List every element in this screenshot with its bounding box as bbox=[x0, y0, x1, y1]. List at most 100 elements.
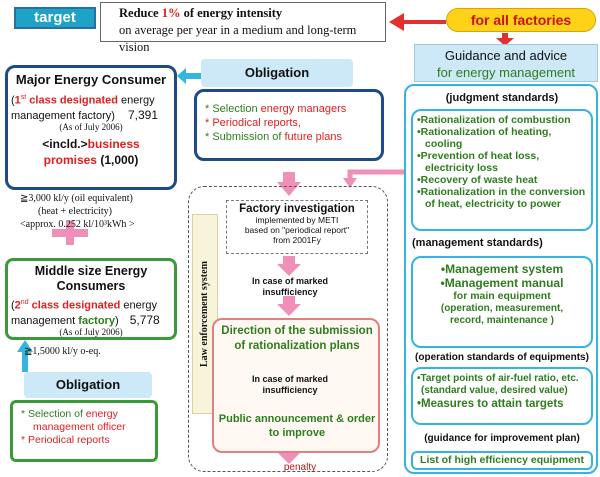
cyan-arrow-to-middle bbox=[17, 340, 33, 372]
judgment-item: cooling bbox=[425, 138, 463, 150]
operation-standards-box: •Target points of air-fuel ratio, etc. (… bbox=[411, 367, 593, 425]
management-standards-box: •Management system •Management manual fo… bbox=[411, 256, 593, 348]
criteria-major-line2: (heat + electricity) bbox=[38, 206, 112, 217]
management-line1: •Management system bbox=[440, 262, 564, 276]
major-promises: promises bbox=[43, 152, 97, 167]
public-line2: to improve bbox=[268, 427, 326, 439]
penalty-label: penalty bbox=[283, 462, 317, 473]
obligation-main-item3: * Submission of future plans bbox=[205, 130, 373, 144]
cyan-arrow-to-major bbox=[177, 68, 201, 84]
obligation-small-title: Obligation bbox=[24, 372, 152, 398]
major-factory-text: management factory) bbox=[11, 109, 115, 122]
obligation-small-box: * Selection of energy management officer… bbox=[10, 400, 158, 462]
target-label: target bbox=[14, 7, 96, 29]
target-line2: on average per year in a medium and long… bbox=[119, 23, 357, 54]
guidance-title: Guidance and advice for energy managemen… bbox=[414, 44, 598, 82]
major-factory-line: management factory) 7,391 bbox=[11, 108, 171, 123]
factory-investigation-line1: implemented by METI bbox=[255, 215, 339, 225]
pink-link-arrowhead bbox=[343, 178, 357, 188]
direction-box bbox=[212, 318, 380, 453]
judgment-item: of heat, electricity to power bbox=[425, 198, 561, 210]
obligation-small-item1: * Selection of energy bbox=[21, 408, 147, 421]
major-class-line: (1st class designated energy bbox=[11, 91, 171, 108]
criteria-major-line1: ≧3,000 kl/y (oil equivalent) bbox=[20, 193, 133, 204]
middle-class-open: ( bbox=[11, 299, 15, 312]
obligation-small-star: * bbox=[21, 408, 26, 420]
obligation-main-item1: * Selection energy managers bbox=[205, 102, 373, 116]
target-line1-pre: Reduce bbox=[119, 6, 162, 20]
operation-header: (operation standards of equipments) bbox=[415, 352, 589, 363]
major-class-open: ( bbox=[11, 94, 15, 107]
middle-factory-pre: management bbox=[11, 314, 76, 327]
obligation-small-item1a: Selection of bbox=[25, 408, 86, 420]
guidance-frame bbox=[404, 84, 598, 474]
improvement-header: (guidance for improvement plan) bbox=[424, 433, 580, 444]
public-line1: Public announcement & order bbox=[218, 413, 376, 425]
judgment-standards-box: •Rationalization of combustion •Rational… bbox=[411, 109, 593, 231]
note2-line2: insufficiency bbox=[262, 385, 318, 395]
note1-line2: insufficiency bbox=[262, 287, 318, 297]
pink-arrow-3 bbox=[277, 296, 301, 316]
judgment-item: electricity loss bbox=[425, 162, 498, 174]
major-promises-line: promises (1,000) bbox=[11, 152, 171, 168]
target-statement: Reduce 1% of energy intensity on average… bbox=[100, 2, 386, 54]
management-header: (management standards) bbox=[412, 237, 543, 249]
obligation-main-title: Obligation bbox=[201, 59, 353, 87]
public-announcement: Public announcement & order to improve bbox=[214, 412, 380, 440]
obligation-small-item1b: energy bbox=[85, 408, 118, 420]
middle-class-num: 2 bbox=[14, 299, 21, 312]
major-promises-count: (1,000) bbox=[100, 152, 139, 167]
operation-line2: (standard value, desired value) bbox=[421, 385, 568, 396]
major-class-num: 1 bbox=[14, 94, 21, 107]
direction-title: Direction of the submission of rationali… bbox=[214, 324, 380, 354]
obligation-main-item3b: future plans bbox=[284, 131, 342, 143]
criteria-major: ≧3,000 kl/y (oil equivalent) (heat + ele… bbox=[20, 192, 180, 231]
obligation-small-item1c: management officer bbox=[33, 421, 126, 433]
criteria-major-line3: <approx. 0.252 kl/10³kWh > bbox=[20, 219, 135, 230]
pink-plus bbox=[52, 221, 88, 245]
middle-class-text: class designated bbox=[28, 299, 121, 312]
judgment-item: •Rationalization of combustion bbox=[417, 114, 571, 126]
middle-title-line1: Middle size Energy bbox=[34, 264, 148, 278]
improvement-item-box: List of high efficiency equipment bbox=[411, 451, 593, 470]
target-line1-post: of energy intensity bbox=[180, 6, 283, 20]
target-line1-highlight: 1% bbox=[161, 6, 181, 20]
middle-count: 5,778 bbox=[129, 312, 160, 327]
direction-line2: of rationalization plans bbox=[234, 340, 360, 352]
obligation-main-box: * Selection energy managers * Periodical… bbox=[194, 89, 384, 161]
guidance-line1: Guidance and advice bbox=[444, 48, 568, 63]
judgment-item: •Recovery of waste heat bbox=[417, 174, 538, 186]
obligation-main-item1a: * Selection bbox=[205, 103, 261, 115]
major-incl-pre: <incld.> bbox=[42, 136, 88, 151]
major-as-of: (As of July 2006) bbox=[59, 121, 123, 132]
factory-investigation-title: Factory investigation bbox=[239, 203, 355, 215]
factory-investigation-line2: based on "periodical report" bbox=[244, 225, 350, 235]
judgment-item: •Rationalization of heating, bbox=[417, 126, 552, 138]
management-line2: •Management manual bbox=[440, 276, 564, 290]
middle-as-of: (As of July 2006) bbox=[59, 326, 123, 337]
major-title: Major Energy Consumer bbox=[15, 72, 167, 87]
factory-investigation-box: Factory investigation implemented by MET… bbox=[226, 200, 368, 254]
major-count: 7,391 bbox=[128, 107, 159, 122]
law-enforcement-frame bbox=[188, 186, 388, 472]
middle-class-sup: nd bbox=[20, 299, 29, 306]
middle-energy-consumer-box: Middle size Energy Consumers (2nd class … bbox=[5, 258, 177, 340]
major-energy-consumer-box: Major Energy Consumer (1st class designa… bbox=[5, 65, 177, 190]
obligation-main-item3a: * Submission of bbox=[205, 131, 285, 143]
red-arrow-to-target bbox=[389, 13, 446, 31]
obligation-main-item1b: energy managers bbox=[260, 103, 347, 115]
note1-line1: In case of marked bbox=[251, 276, 329, 286]
operation-line3: •Measures to attain targets bbox=[417, 398, 564, 410]
obligation-small-item2: * Periodical reports bbox=[21, 434, 110, 446]
pink-arrow-1 bbox=[277, 172, 301, 196]
middle-class-line: (2nd class designated energy bbox=[11, 296, 171, 313]
note-insufficiency-2: In case of marked insufficiency bbox=[230, 374, 350, 396]
note-insufficiency-1: In case of marked insufficiency bbox=[230, 276, 350, 298]
middle-title-line2: Consumers bbox=[56, 279, 126, 293]
major-class-text: class designated bbox=[26, 94, 118, 107]
middle-factory-line: management factory) 5,778 bbox=[11, 313, 171, 328]
management-line4: (operation, measurement, bbox=[440, 303, 564, 314]
judgment-item: •Prevention of heat loss, bbox=[417, 150, 540, 162]
note2-line1: In case of marked bbox=[251, 374, 329, 384]
